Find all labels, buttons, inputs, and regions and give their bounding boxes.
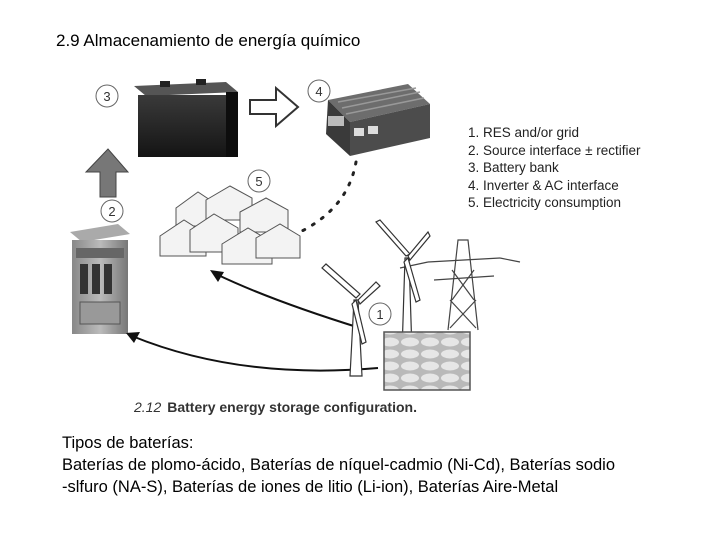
marker-5: 5 bbox=[247, 169, 271, 193]
marker-2: 2 bbox=[100, 199, 124, 223]
dotted-connection bbox=[298, 160, 358, 234]
slide-title: 2.9 Almacenamiento de energía químico bbox=[56, 31, 361, 50]
rectifier-cabinet bbox=[70, 224, 130, 334]
legend-item: 1. RES and/or grid bbox=[468, 125, 580, 140]
legend-item: 3. Battery bank bbox=[468, 160, 559, 176]
legend-item: 4. Inverter & AC interface bbox=[468, 177, 619, 193]
svg-text:3: 3 bbox=[103, 89, 110, 104]
marker-1: 1 bbox=[368, 302, 392, 326]
svg-text:1: 1 bbox=[376, 307, 383, 322]
svg-text:5: 5 bbox=[255, 174, 262, 189]
arrow-battery-to-inverter bbox=[249, 85, 300, 129]
body-line: -slfuro (NA-S), Baterías de iones de lit… bbox=[62, 478, 559, 496]
caption-number: 2.12 bbox=[134, 399, 162, 415]
arc-res-to-cabinet bbox=[126, 332, 379, 372]
houses bbox=[159, 185, 301, 265]
marker-3: 3 bbox=[95, 84, 119, 108]
wind-turbines bbox=[321, 219, 431, 377]
legend-item: 5. Electricity consumption bbox=[468, 195, 622, 211]
legend-item: 2. Source interface ± rectifier bbox=[468, 142, 641, 158]
battery-types-text: Tipos de baterías: Baterías de plomo-áci… bbox=[62, 432, 682, 498]
figure-legend: 1. RES and/or grid 2. Source interface ±… bbox=[468, 124, 640, 212]
body-heading: Tipos de baterías: bbox=[62, 434, 194, 452]
caption-text: Battery energy storage configuration. bbox=[167, 399, 417, 415]
solar-panel bbox=[383, 331, 471, 391]
svg-text:2: 2 bbox=[108, 204, 115, 219]
arc-res-to-houses bbox=[210, 270, 361, 329]
arrow-cabinet-to-battery bbox=[84, 148, 130, 198]
svg-text:4: 4 bbox=[315, 84, 322, 99]
battery-bank bbox=[134, 79, 238, 157]
marker-4: 4 bbox=[307, 79, 331, 103]
transmission-tower bbox=[399, 239, 521, 331]
body-line: Baterías de plomo-ácido, Baterías de níq… bbox=[62, 456, 616, 474]
figure-caption: 2.12 Battery energy storage configuration… bbox=[134, 399, 417, 415]
inverter bbox=[326, 84, 430, 156]
